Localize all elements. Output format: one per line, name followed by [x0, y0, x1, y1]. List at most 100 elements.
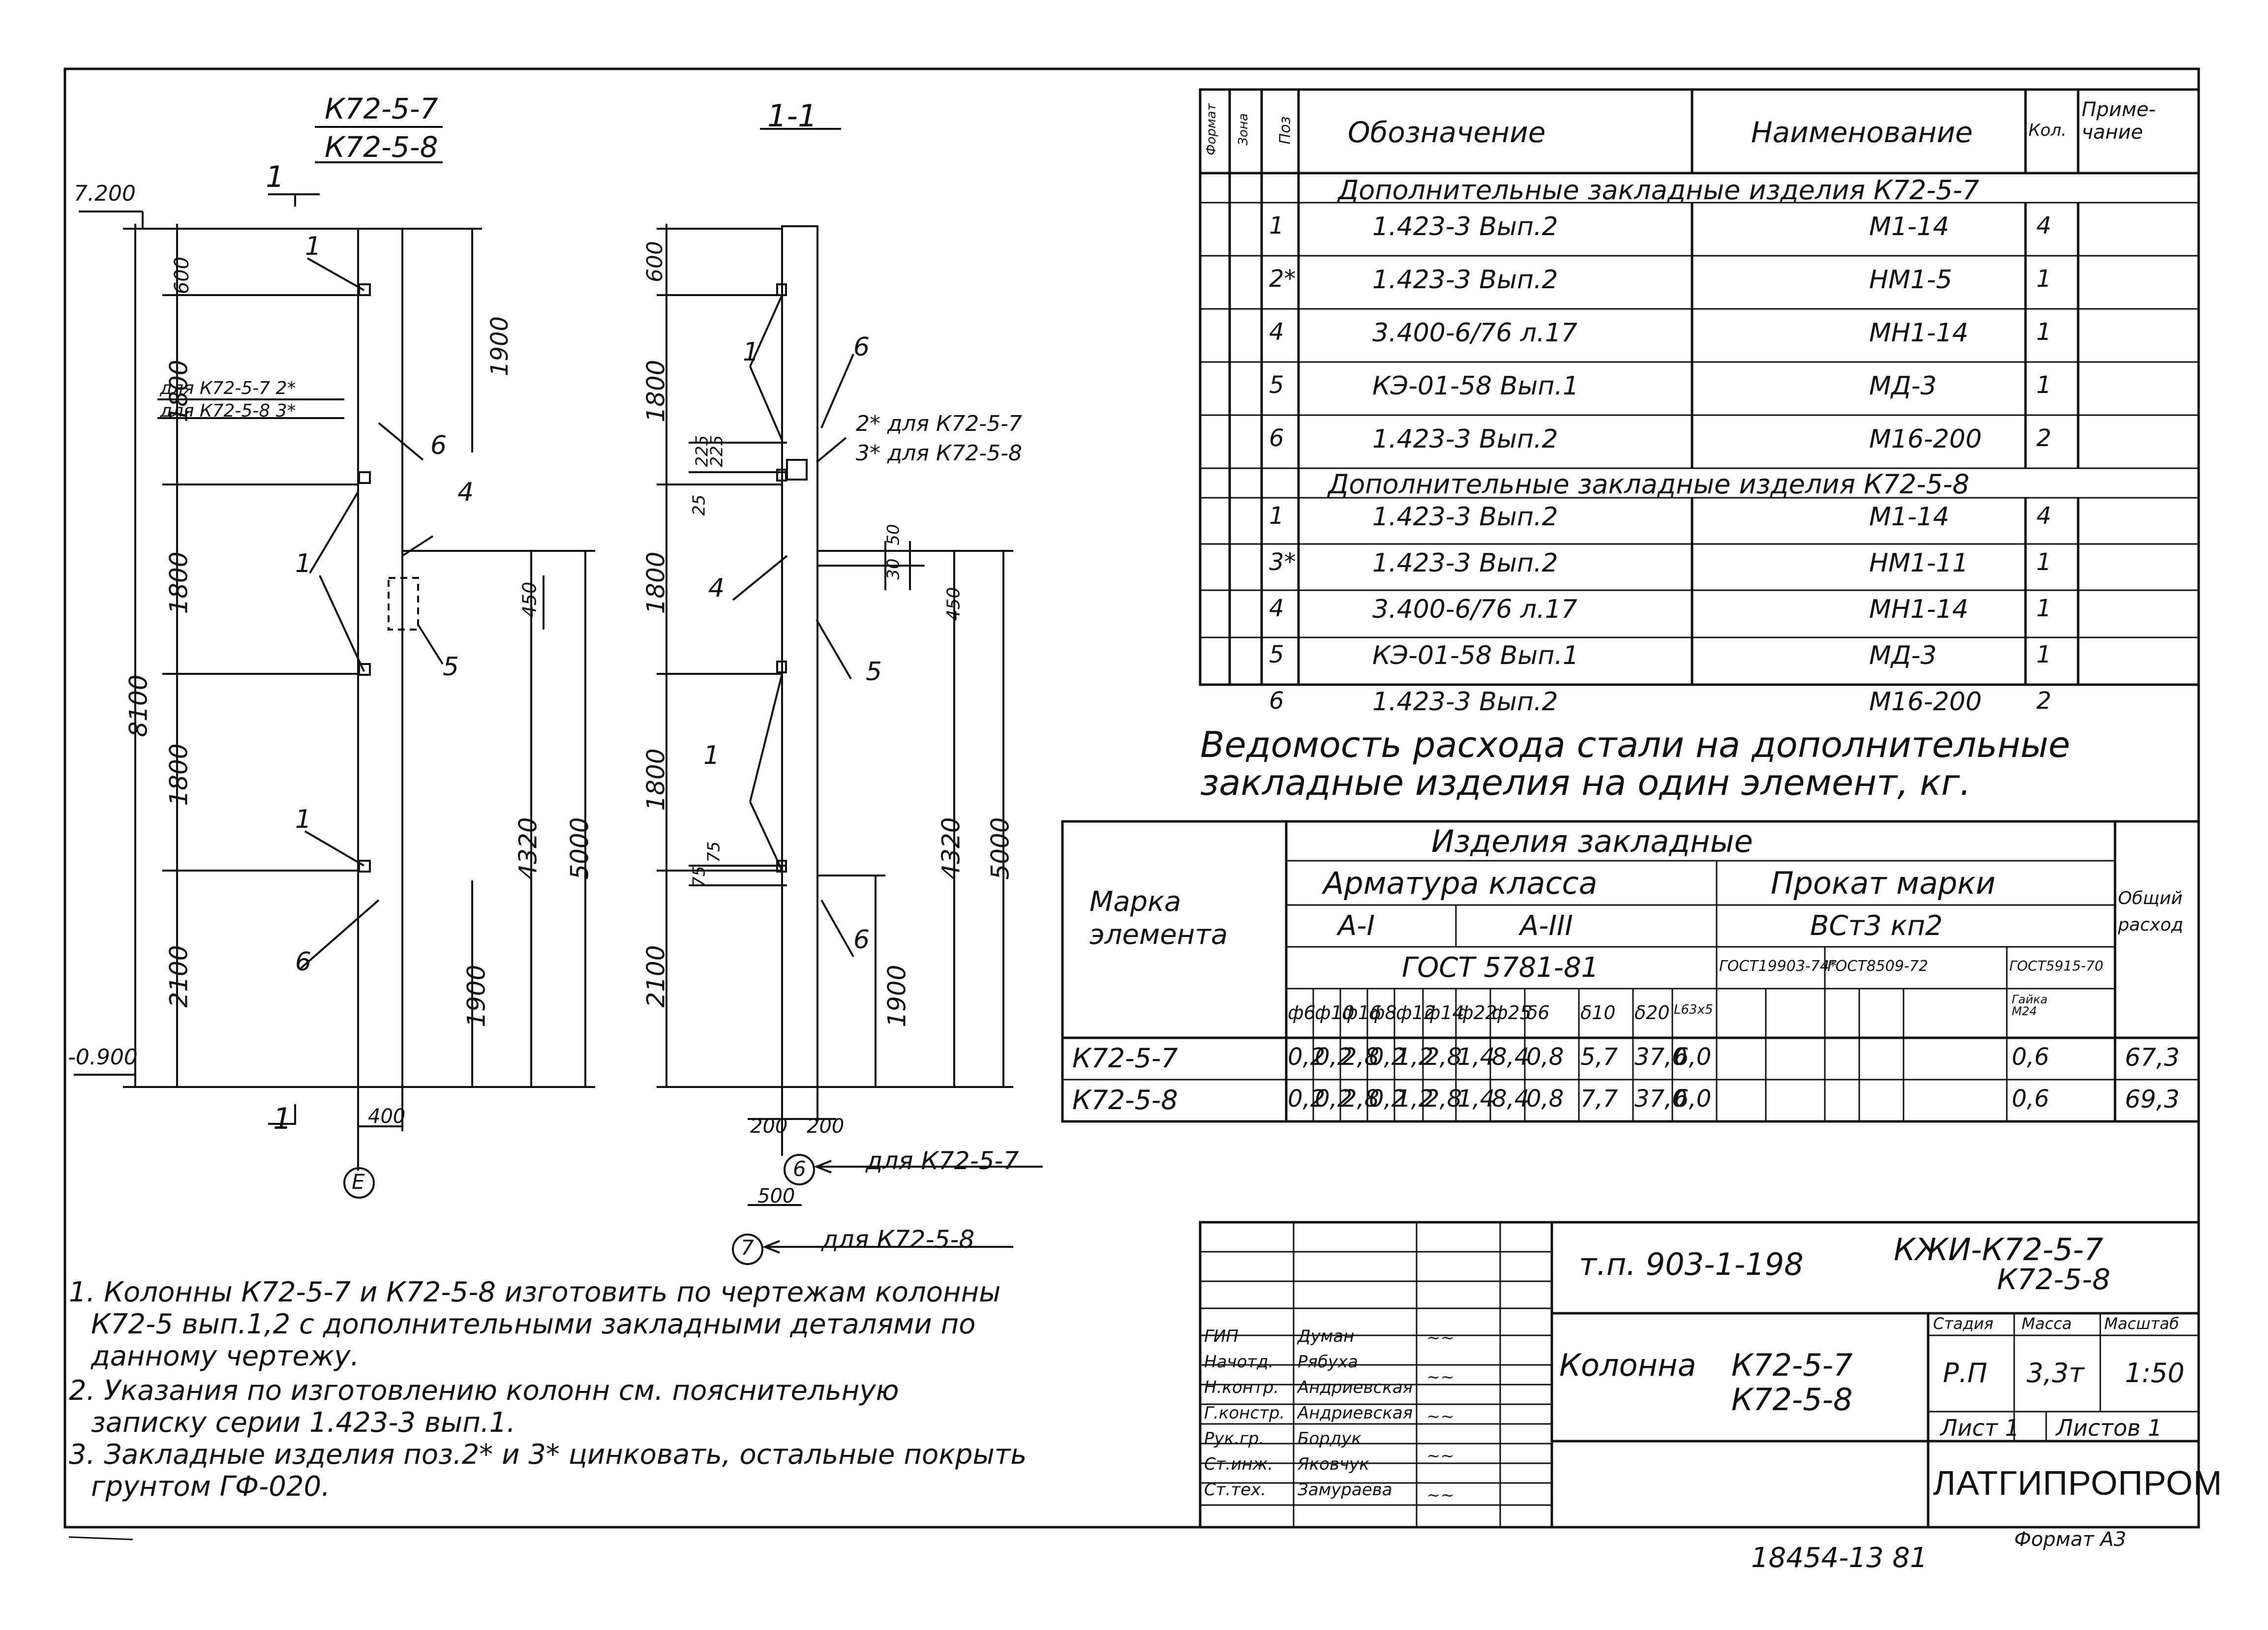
- spec-h-zone: Зона: [1236, 113, 1251, 146]
- tb-scale: 1:50: [2125, 1358, 2185, 1389]
- steel-h-gost5915: ГОСТ5915-70: [2009, 958, 2104, 974]
- steel-h-vst: ВСт3 кп2: [1810, 910, 1943, 942]
- steel-h-items: Изделия закладные: [1431, 823, 1753, 859]
- spec-g1-row-designation: 1.423-3 Вып.2: [1372, 424, 1558, 454]
- signature-4: ~~: [1426, 1446, 1454, 1466]
- spec-g2-row-designation: 1.423-3 Вып.2: [1372, 548, 1558, 578]
- left-dim-2100: 2100: [164, 945, 193, 1008]
- tb-item-b: К72-5-8: [1731, 1382, 1853, 1418]
- right-pos-1a: 1: [743, 337, 759, 367]
- spec-g2-row-pos: 5: [1269, 641, 1284, 668]
- right-pos-1b: 1: [703, 741, 720, 770]
- left-pos-5: 5: [443, 652, 459, 682]
- note-line-4: 2. Указания по изготовлению колонн см. п…: [69, 1375, 899, 1407]
- steel-title-2: закладные изделия на один элемент, кг.: [1200, 762, 1971, 803]
- tb-role: Рук.гр.: [1204, 1429, 1265, 1449]
- steel-col-header: ф6: [1288, 1002, 1316, 1024]
- section-mark-top: 1: [266, 160, 285, 194]
- left-dim-5000: 5000: [565, 817, 594, 880]
- steel-col-header: ф16: [1342, 1002, 1382, 1024]
- steel-h-rolled: Прокат марки: [1771, 865, 1996, 901]
- right-dim-75a: 75: [689, 866, 709, 887]
- spec-h-designation: Обозначение: [1348, 116, 1546, 149]
- steel-cell: 8,4: [1492, 1085, 1530, 1113]
- dim-200b: 200: [807, 1115, 845, 1138]
- spec-g2-row-pos: 3*: [1269, 548, 1296, 576]
- steel-cell: 2,8: [1342, 1085, 1380, 1113]
- steel-cell: 1,4: [1457, 1043, 1495, 1071]
- tb-code-a: КЖИ-К72-5-7: [1894, 1232, 2104, 1268]
- note-line-3: данному чертежу.: [91, 1340, 360, 1372]
- spec-g2-row-designation: 1.423-3 Вып.2: [1372, 687, 1558, 717]
- archive-number: 18454-13 81: [1751, 1542, 1928, 1574]
- spec-g1-row-name: НМ1-5: [1869, 265, 1952, 295]
- steel-cell: 37,0: [1634, 1085, 1687, 1113]
- left-dim-1900: 1900: [486, 316, 514, 377]
- axis-note-7: для К72-5-8: [821, 1225, 975, 1254]
- left-pos-6a: 6: [430, 431, 447, 460]
- section-mark-bottom: 1: [273, 1102, 292, 1136]
- steel-row-total: 67,3: [2125, 1043, 2180, 1072]
- steel-cell: 8,4: [1492, 1043, 1530, 1071]
- tb-name: Рябуха: [1298, 1352, 1359, 1372]
- spec-g1-row-designation: КЭ-01-58 Вып.1: [1372, 371, 1579, 401]
- tb-role: Н.контр.: [1204, 1378, 1279, 1397]
- format-note: Формат А3: [2014, 1528, 2126, 1551]
- left-note-1: для К72-5-7 2*: [160, 378, 296, 398]
- left-dim-1800c: 1800: [164, 743, 193, 806]
- tb-name: Андриевская: [1298, 1403, 1413, 1423]
- steel-col-header: ф25: [1492, 1002, 1532, 1024]
- left-pos-1c: 1: [295, 805, 312, 834]
- signature-5: ~~: [1426, 1485, 1454, 1505]
- tb-mass: 3,3т: [2026, 1358, 2085, 1389]
- steel-cell: 7,7: [1580, 1085, 1618, 1113]
- left-dim-450: 450: [518, 581, 541, 618]
- steel-cell: 37,0: [1634, 1043, 1687, 1071]
- spec-g2-row-pos: 6: [1269, 687, 1284, 715]
- steel-cell: 1,2: [1396, 1085, 1434, 1113]
- tb-role: Ст.инж.: [1204, 1454, 1273, 1474]
- level-bottom: -0.900: [68, 1045, 138, 1070]
- tb-code-b: К72-5-8: [1997, 1263, 2111, 1296]
- spec-g1-row-name: М1-14: [1869, 212, 1949, 241]
- left-pos-6b: 6: [295, 947, 312, 977]
- steel-cell: 2,8: [1342, 1043, 1380, 1071]
- tb-name: Яковчук: [1298, 1454, 1369, 1474]
- right-dim-30: 30: [883, 558, 904, 580]
- spec-g2-row-qty: 4: [2036, 502, 2052, 530]
- tb-role: Начотд.: [1204, 1352, 1274, 1372]
- steel-cell: 5,7: [1580, 1043, 1618, 1071]
- spec-g2-row-designation: 3.400-6/76 л.17: [1372, 595, 1577, 624]
- left-pos-1a: 1: [305, 232, 322, 261]
- spec-g1-row-designation: 3.400-6/76 л.17: [1372, 318, 1577, 348]
- right-dim-450: 450: [943, 587, 964, 621]
- steel-cell: 0,2: [1288, 1043, 1326, 1071]
- steel-col-header: ф22: [1457, 1002, 1497, 1024]
- tb-role: Ст.тех.: [1204, 1480, 1267, 1500]
- tb-name: Замураева: [1298, 1480, 1392, 1500]
- tb-item-a: К72-5-7: [1731, 1347, 1853, 1383]
- spec-g1-row-pos: 5: [1269, 371, 1284, 399]
- signature-3: ~~: [1426, 1407, 1454, 1426]
- left-pos-1b: 1: [295, 549, 312, 578]
- right-dim-1800c: 1800: [641, 748, 670, 811]
- spec-g1-row-name: МН1-14: [1869, 318, 1968, 348]
- right-dim-50: 50: [883, 524, 904, 545]
- spec-g1-row-pos: 4: [1269, 318, 1284, 346]
- steel-col-header: δ10: [1580, 1002, 1616, 1024]
- spec-g1-row-qty: 2: [2036, 424, 2052, 452]
- steel-col-header: ф14: [1424, 1002, 1464, 1024]
- steel-h-mark: Марка элемента: [1089, 886, 1228, 951]
- spec-group1-title: Дополнительные закладные изделия К72-5-7: [1338, 175, 1979, 206]
- dim-500: 500: [757, 1185, 795, 1207]
- tb-org: ЛАТГИПРОПРОМ: [1933, 1464, 2223, 1502]
- steel-cell: 0,6: [2012, 1085, 2050, 1113]
- spec-g2-row-name: М1-14: [1869, 502, 1949, 532]
- note-line-1: 1. Колонны К72-5-7 и К72-5-8 изготовить …: [69, 1276, 1001, 1308]
- axis-label-E: Е: [352, 1170, 365, 1194]
- view-title-b: К72-5-8: [325, 130, 438, 164]
- left-dim-1900b: 1900: [462, 965, 491, 1027]
- right-dim-25: 25: [689, 494, 709, 516]
- spec-g2-row-name: МН1-14: [1869, 595, 1968, 624]
- spec-g1-row-pos: 6: [1269, 424, 1284, 452]
